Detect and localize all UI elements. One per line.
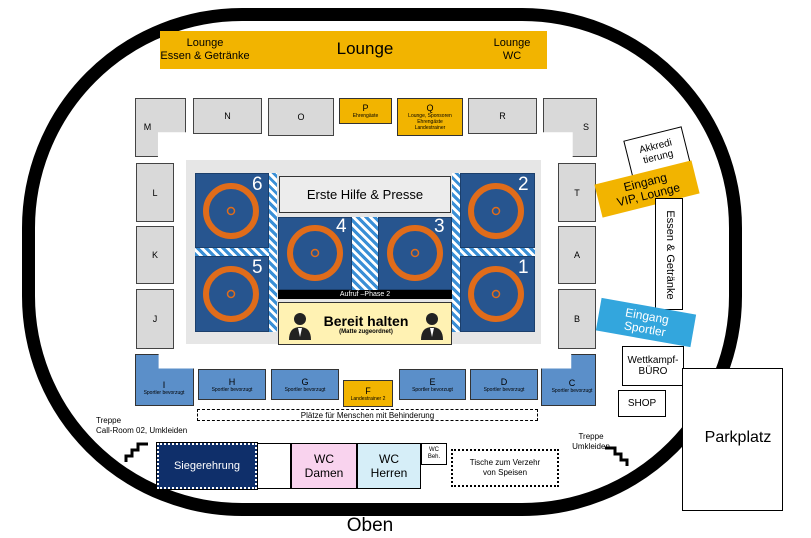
block-j[interactable]: J: [136, 289, 174, 349]
blank-room: [257, 443, 291, 489]
first-aid-press-box: Erste Hilfe & Presse: [279, 176, 451, 213]
mat-number-3: 3: [434, 216, 445, 237]
person-icon: [421, 313, 443, 340]
lounge-left-label: Lounge Essen & Getränke: [160, 37, 250, 62]
mat-circle-4: [287, 225, 343, 281]
block-l[interactable]: L: [136, 163, 174, 222]
block-r[interactable]: R: [468, 98, 537, 134]
block-d[interactable]: D Sportler bevorzugt: [470, 369, 538, 400]
bottom-caption: Oben: [346, 515, 394, 536]
award-ceremony: Siegerehrung: [156, 442, 258, 490]
lounge-title: Lounge: [336, 39, 394, 58]
block-m-label: M: [143, 122, 152, 132]
mat-number-5: 5: [252, 257, 263, 278]
stairs-right-label: Treppe Umkleiden: [572, 432, 610, 451]
block-t[interactable]: T: [558, 163, 596, 222]
ready-box: Bereit halten (Matte zugeordnet): [278, 302, 452, 345]
person-icon: [289, 313, 311, 340]
mat-number-2: 2: [518, 174, 529, 195]
food-drinks-stand: Essen & Getränke: [655, 198, 683, 310]
separator-hatch: [269, 173, 277, 332]
stairs-left-label: Treppe Call-Room 02, Umkleiden: [96, 416, 188, 435]
mat-number-1: 1: [518, 257, 529, 278]
parking-area: [682, 368, 783, 511]
separator-hatch: [452, 173, 460, 332]
mat-circle-6: [203, 183, 259, 239]
food-tables: Tische zum Verzehr von Speisen: [451, 449, 559, 487]
mat-circle-5: [203, 266, 259, 322]
mat-circle-2: [468, 183, 524, 239]
block-h[interactable]: H Sportler bevorzugt: [198, 369, 266, 400]
separator-hatch: [352, 217, 378, 290]
stairs-icon: [605, 446, 629, 466]
lounge-bar: Lounge Essen & Getränke Lounge Lounge WC: [160, 31, 547, 69]
competition-office: Wettkampf- BÜRO: [622, 346, 684, 386]
block-o[interactable]: O: [268, 98, 334, 136]
block-p[interactable]: P Ehrengäste: [339, 98, 392, 124]
disabled-seating-area: Plätze für Menschen mit Behinderung: [197, 409, 538, 421]
parking-label: Parkplatz: [704, 429, 772, 446]
mat-circle-3: [387, 225, 443, 281]
block-c-label: C Sportler bevorzugt: [551, 378, 593, 394]
block-q[interactable]: Q Lounge, Sponsoren Ehrengäste Landestra…: [397, 98, 463, 136]
block-s-label: S: [582, 122, 589, 132]
separator-hatch: [460, 248, 535, 256]
mat-number-4: 4: [336, 216, 347, 237]
lounge-right-label: Lounge WC: [493, 37, 531, 62]
block-e[interactable]: E Sportler bevorzugt: [399, 369, 466, 400]
block-f[interactable]: F Landestrainer 2: [343, 380, 393, 407]
stairs-icon: [124, 442, 148, 462]
block-a[interactable]: A: [558, 226, 596, 284]
ready-text: Bereit halten (Matte zugeordnet): [323, 313, 409, 335]
mat-number-6: 6: [252, 174, 263, 195]
wc-disabled: WC Beh.: [421, 443, 447, 465]
block-k[interactable]: K: [136, 226, 174, 284]
wc-women: WC Damen: [291, 443, 357, 489]
food-drinks-label: Essen & Getränke: [664, 210, 676, 300]
mat-circle-1: [468, 266, 524, 322]
block-g[interactable]: G Sportler bevorzugt: [271, 369, 339, 400]
shop: SHOP: [618, 390, 666, 417]
separator-hatch: [195, 248, 269, 256]
block-n[interactable]: N: [193, 98, 262, 134]
block-b[interactable]: B: [558, 289, 596, 349]
block-i-label: I Sportler bevorzugt: [143, 380, 185, 396]
wc-men: WC Herren: [357, 443, 421, 489]
call-phase-bar: Aufruf –Phase 2: [278, 290, 452, 299]
